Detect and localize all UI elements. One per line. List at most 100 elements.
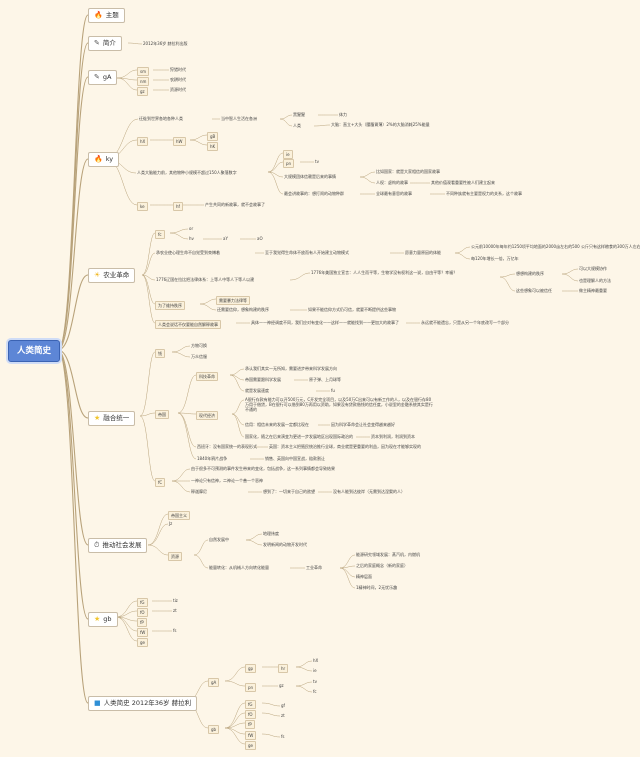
leaf-node[interactable]: 2012年36岁 赫拉利出版 [143,41,188,46]
leaf-node[interactable]: 体力 [339,112,347,117]
leaf-node[interactable]: fs [173,628,177,633]
leaf-node[interactable]: aY [223,236,228,241]
leaf-node[interactable]: 帝国需要跟科学发展 [245,377,281,382]
leaf-node[interactable]: ge [245,741,256,750]
leaf-node[interactable]: 帝国 [155,410,169,419]
leaf-node[interactable]: 承农业使心理生命不自觉受到束缚着 [156,250,220,255]
leaf-node[interactable]: 人类 [293,123,301,128]
leaf-node[interactable]: 西班牙：没有国家统一的表现形式 [197,444,257,449]
leaf-node[interactable]: 当中智人生活在各洲 [221,116,257,121]
branch-topic-ky[interactable]: 🔥ky [88,152,120,167]
leaf-node[interactable]: nm [137,77,150,86]
leaf-node[interactable]: zt [281,713,285,718]
leaf-node[interactable]: 1776辽国在拉比把法律体系：上等人中等人下等人以建 [156,277,255,282]
leaf-node[interactable]: 这些想象可以被信任 [516,288,552,293]
leaf-node[interactable]: 工业革命 [306,565,322,570]
leaf-node[interactable]: 原子弹、上月球等 [309,377,341,382]
leaf-node[interactable]: tv [315,159,319,164]
branch-topic-gb[interactable]: ★gb [88,612,118,627]
leaf-node[interactable]: 具体——神经调度不同，我们应对有变化——这样——就能找到——更加大的故事了 [251,320,399,325]
leaf-node[interactable]: gb [208,725,220,734]
leaf-node[interactable]: 愿意力量原因的体能 [405,250,441,255]
leaf-node[interactable]: 需要暴力法律等 [216,296,250,305]
leaf-node[interactable]: 1840年鸦片战争 [197,456,228,461]
leaf-node[interactable]: gA [208,678,220,687]
leaf-node[interactable]: hX [137,137,149,146]
leaf-node[interactable]: hW [173,137,186,146]
leaf-node[interactable]: 精神层面 [356,574,372,579]
leaf-node[interactable]: 产生共同的新故事，就不会故事了 [205,202,265,207]
leaf-node[interactable]: gf [281,703,285,708]
leaf-node[interactable]: aO [257,236,263,241]
leaf-node[interactable]: 钱 [155,349,165,358]
leaf-node[interactable]: 万众信服 [191,354,207,359]
leaf-node[interactable]: fs [281,734,285,739]
leaf-node[interactable]: 1776年美国独立宣言：人人生而平等，生物学没有权利这一说，自由平等？幸福？ [311,270,458,275]
leaf-node[interactable]: fc [313,689,317,694]
leaf-node[interactable]: gp [245,664,257,673]
leaf-node[interactable]: ke [137,202,148,211]
leaf-node[interactable]: fP [137,618,147,627]
leaf-node[interactable]: fO [245,710,256,719]
leaf-node[interactable]: 如果不能信仰方式仍可信，就要不断提供这些事物 [308,307,396,312]
leaf-node[interactable]: fO [137,608,148,617]
leaf-node[interactable]: 1精神时间，2无忧乐趣 [356,585,398,590]
branch-topic-society[interactable]: ⏱推动社会发展 [88,538,148,553]
leaf-node[interactable]: 永远就不能遗忘，只是从另一个年底改写一个部分 [421,320,509,325]
leaf-node[interactable]: 想到了：一切来于自己的欲望 [263,489,315,494]
leaf-node[interactable]: 能量转化：从机械人方向转化能量 [209,565,269,570]
leaf-node[interactable]: 发明新闻的动物开发时代 [263,542,307,547]
leaf-node[interactable]: 全球最有意思的故事 [376,191,412,196]
leaf-node[interactable]: 人类会说话不仅要能自然解释故事 [155,320,221,329]
leaf-node[interactable]: ge [137,638,148,647]
leaf-node[interactable]: 因为科学革命会让社会变得越来越好 [331,422,395,427]
leaf-node[interactable]: 信用：相信未来的发展一定都比现在 [245,422,309,427]
leaf-node[interactable]: pn [283,159,295,168]
leaf-node[interactable]: ie [313,668,317,673]
leaf-node[interactable]: 由于很多不可预测的事件发生带来的变化，包括战争，这一系列事情都会导致结果 [191,466,335,471]
leaf-node[interactable]: fC [155,478,166,487]
branch-topic-intro[interactable]: ✎简介 [88,36,122,51]
leaf-node[interactable]: 最会讲故事的：想打闹的动物种群 [284,191,344,196]
leaf-node[interactable]: 释迦摩尼 [191,489,207,494]
leaf-node[interactable]: hK [207,142,219,151]
leaf-node[interactable]: tv [313,679,317,684]
leaf-node[interactable]: hr [278,664,289,673]
leaf-node[interactable]: 资本到利润，利润到资本 [371,434,415,439]
branch-topic-footer[interactable]: ■人类简史 2012年36岁 赫拉利 [88,696,198,711]
leaf-node[interactable]: 科技革命 [196,372,218,381]
branch-topic-theme[interactable]: 🔥主题 [88,8,125,23]
root-topic[interactable]: 人类简史 [8,340,60,362]
leaf-node[interactable]: or [189,226,194,231]
leaf-node[interactable]: fG [137,598,148,607]
branch-topic-ga[interactable]: ✎gA [88,70,118,85]
leaf-node[interactable]: 黑猩猩 [293,112,305,117]
leaf-node[interactable]: 迁徙到世界各地各种人类 [139,116,183,121]
leaf-node[interactable]: 狩猎时代 [170,67,186,72]
branch-topic-unity[interactable]: ★融合统一 [88,411,136,426]
leaf-node[interactable]: tiz [173,598,178,603]
leaf-node[interactable]: gz [279,683,284,688]
leaf-node[interactable]: 比如国家：就是大家相信的国家故事 [376,169,440,174]
leaf-node[interactable]: fu [331,388,335,393]
leaf-node[interactable]: 其他价值观看重要性被人们建立起来 [431,180,495,185]
leaf-node[interactable]: A银行存款有能力可以开500万元，C开发完全项目，以及50万C出来可以有新工作的… [245,397,433,412]
leaf-node[interactable]: 地理纬度 [263,531,279,536]
leaf-node[interactable]: sm [137,67,149,76]
leaf-node[interactable]: 帝国主义 [168,511,190,520]
leaf-node[interactable]: fc [155,230,165,239]
leaf-node[interactable]: 一神论只有信神，二神论一个善一个恶神 [191,478,263,483]
leaf-node[interactable]: 方物可换 [191,343,207,348]
branch-topic-agri[interactable]: ☀农业革命 [88,268,136,283]
leaf-node[interactable]: 不同种族就有主要是权力的关系，这个故事 [446,191,522,196]
leaf-node[interactable]: 至于我觉得生命体不放而有人开始建立动物模式 [265,250,349,255]
leaf-node[interactable]: 人类大脑能力前，其他物种小规模不超过150人聚落数字 [137,170,237,175]
leaf-node[interactable]: hX [313,658,319,663]
leaf-node[interactable]: 之后的家庭概念（新的家庭） [356,563,408,568]
leaf-node[interactable]: 也是理解人的方法 [579,278,611,283]
leaf-node[interactable]: 人权：虚构的故事 [376,180,408,185]
leaf-node[interactable]: 资源 [168,552,182,561]
leaf-node[interactable]: 自然发展中 [209,537,229,542]
leaf-node[interactable]: pn [245,683,257,692]
leaf-node[interactable]: gz [137,87,148,96]
